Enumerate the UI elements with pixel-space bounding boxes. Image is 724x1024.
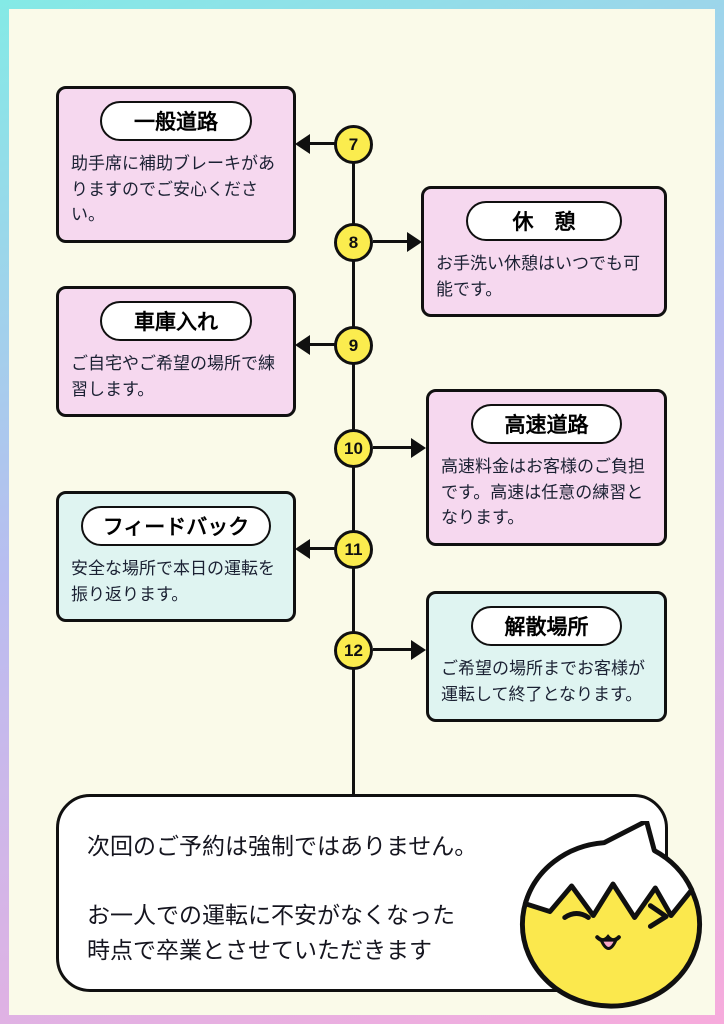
step-card-body: 高速料金はお客様のご負担です。高速は任意の練習となります。 [441,457,645,527]
timeline-step-number: 8 [334,223,373,262]
timeline-line [352,144,355,799]
timeline-step-number: 7 [334,125,373,164]
step-card-body: 助手席に補助ブレーキがありますのでご安心ください。 [71,154,275,224]
chick-left-eye [562,911,591,920]
step-card-title: 休 憩 [466,201,622,241]
footer-note-text: 次回のご予約は強制ではありません。 お一人での運転に不安がなくなった 時点で卒業… [87,833,478,963]
hatching-chick-icon [519,821,703,1009]
step-card-highway: 高速道路 高速料金はお客様のご負担です。高速は任意の練習となります。 [426,389,667,546]
step-card-title: フィードバック [80,506,272,546]
connector-arrowhead-left-icon [295,539,310,559]
step-card-garage-parking: 車庫入れ ご自宅やご希望の場所で練習します。 [56,286,296,417]
step-card-body: お手洗い休憩はいつでも可能です。 [436,254,640,299]
connector-arrow-shaft [373,648,413,651]
step-card-body: 安全な場所で本日の運転を振り返ります。 [71,559,275,604]
connector-arrowhead-right-icon [407,232,422,252]
timeline-step-number: 11 [334,530,373,569]
infographic-canvas: 一般道路 助手席に補助ブレーキがありますのでご安心ください。 7 休 憩 お手洗… [9,9,715,1015]
connector-arrowhead-left-icon [295,335,310,355]
connector-arrow-shaft [309,343,335,346]
step-card-body: ご希望の場所までお客様が運転して終了となります。 [441,659,645,704]
connector-arrow-shaft [373,240,409,243]
connector-arrowhead-left-icon [295,134,310,154]
step-card-dismissal-point: 解散場所 ご希望の場所までお客様が運転して終了となります。 [426,591,667,722]
connector-arrowhead-right-icon [411,640,426,660]
chick-tongue [599,938,618,950]
eggshell-cap [522,821,695,920]
timeline-step-number: 12 [334,631,373,670]
step-card-title: 高速道路 [470,404,623,444]
connector-arrow-shaft [373,446,413,449]
connector-arrowhead-right-icon [411,438,426,458]
chick-wink-eye [647,903,669,929]
connector-arrow-shaft [309,547,335,550]
connector-arrow-shaft [309,142,335,145]
step-card-general-road: 一般道路 助手席に補助ブレーキがありますのでご安心ください。 [56,86,296,243]
timeline-step-number: 9 [334,326,373,365]
step-card-title: 一般道路 [100,101,252,141]
step-card-break: 休 憩 お手洗い休憩はいつでも可能です。 [421,186,667,317]
timeline-step-number: 10 [334,429,373,468]
step-card-title: 車庫入れ [100,301,252,341]
step-card-body: ご自宅やご希望の場所で練習します。 [71,354,275,399]
step-card-title: 解散場所 [470,606,623,646]
step-card-feedback: フィードバック 安全な場所で本日の運転を振り返ります。 [56,491,296,622]
